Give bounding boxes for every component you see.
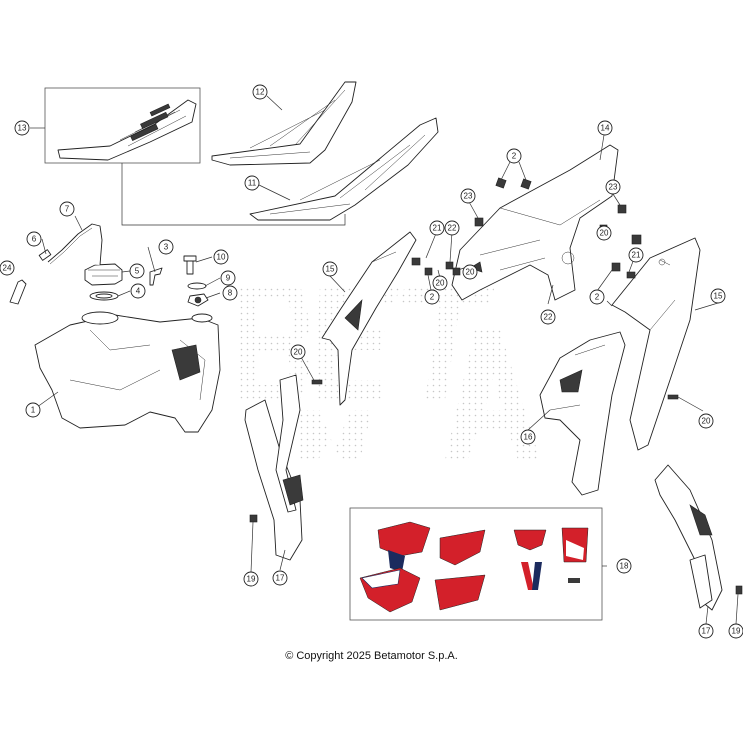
tank-clip — [149, 267, 163, 286]
svg-text:8: 8 — [228, 289, 233, 298]
svg-text:11: 11 — [248, 179, 257, 188]
svg-text:2: 2 — [512, 152, 517, 161]
side-panel-right — [611, 237, 701, 451]
callout-19-right: 19 — [728, 623, 743, 639]
svg-text:13: 13 — [18, 124, 27, 133]
callout-11: 11 — [244, 175, 260, 191]
svg-text:14: 14 — [601, 124, 610, 133]
svg-text:2: 2 — [430, 293, 435, 302]
callout-7: 7 — [59, 201, 75, 217]
callout-2-mid: 2 — [424, 289, 440, 305]
svg-text:17: 17 — [702, 627, 711, 636]
callout-5: 5 — [129, 263, 145, 279]
svg-text:16: 16 — [524, 433, 533, 442]
frame-guard-left — [244, 374, 304, 561]
side-panel-left — [321, 231, 417, 406]
callout-2-top-a: 2 — [506, 148, 522, 164]
callout-6: 6 — [26, 231, 42, 247]
breather-hose — [47, 223, 103, 266]
callout-20-mid: 20 — [432, 275, 448, 291]
callout-3: 3 — [158, 239, 174, 255]
callout-8: 8 — [222, 285, 238, 301]
callout-12: 12 — [252, 84, 268, 100]
callout-22-bottom: 22 — [540, 309, 556, 325]
svg-text:3: 3 — [164, 243, 169, 252]
fuel-cap — [84, 263, 123, 286]
callout-10: 10 — [213, 249, 229, 265]
svg-text:22: 22 — [544, 313, 553, 322]
callout-20-upper-right: 20 — [596, 225, 612, 241]
callout-labels: 1 3 4 5 6 7 8 9 10 11 12 13 14 15 15 16 … — [0, 84, 743, 639]
hardware-screws — [249, 177, 743, 595]
svg-text:18: 18 — [620, 562, 629, 571]
svg-text:19: 19 — [247, 575, 256, 584]
drain-hose — [9, 279, 27, 305]
svg-text:12: 12 — [256, 88, 265, 97]
radiator-scoop — [539, 331, 626, 496]
fuel-tank — [34, 311, 221, 433]
callout-20-left: 20 — [290, 344, 306, 360]
svg-text:5: 5 — [135, 267, 140, 276]
seat-short — [211, 81, 357, 166]
decal-kit — [349, 507, 603, 621]
breather-valve — [38, 249, 52, 261]
callout-2-right: 2 — [589, 289, 605, 305]
svg-text:20: 20 — [702, 417, 711, 426]
callout-1: 1 — [25, 402, 41, 418]
callout-15-left: 15 — [322, 261, 338, 277]
callout-13: 13 — [14, 120, 30, 136]
svg-text:22: 22 — [448, 224, 457, 233]
svg-text:6: 6 — [32, 235, 37, 244]
callout-19-left: 19 — [243, 571, 259, 587]
callout-16: 16 — [520, 429, 536, 445]
callout-20-center: 20 — [462, 264, 478, 280]
callout-21-left: 21 — [429, 220, 445, 236]
inset-box-13 — [44, 87, 346, 226]
svg-text:10: 10 — [217, 253, 226, 262]
rear-fender — [451, 144, 619, 301]
svg-text:15: 15 — [714, 292, 723, 301]
svg-text:9: 9 — [226, 274, 231, 283]
svg-text:19: 19 — [732, 627, 741, 636]
callout-17-left: 17 — [272, 570, 288, 586]
cap-gasket — [89, 291, 119, 301]
copyright-notice: © Copyright 2025 Betamotor S.p.A. — [285, 650, 458, 662]
callout-9: 9 — [220, 270, 236, 286]
svg-text:4: 4 — [136, 287, 141, 296]
seat-base — [57, 99, 197, 161]
callout-24: 24 — [0, 260, 15, 276]
svg-text:2: 2 — [595, 293, 600, 302]
seat-long — [249, 117, 439, 221]
svg-text:24: 24 — [3, 264, 12, 273]
svg-text:7: 7 — [65, 205, 70, 214]
callout-22-top: 22 — [444, 220, 460, 236]
svg-text:20: 20 — [466, 268, 475, 277]
watermark-logo — [240, 285, 540, 460]
svg-text:23: 23 — [464, 192, 473, 201]
svg-text:15: 15 — [326, 265, 335, 274]
callout-23-right: 23 — [605, 179, 621, 195]
callout-23-left: 23 — [460, 188, 476, 204]
svg-text:21: 21 — [433, 224, 442, 233]
svg-text:17: 17 — [276, 574, 285, 583]
svg-text:20: 20 — [600, 229, 609, 238]
callout-21-right: 21 — [628, 247, 644, 263]
frame-guard-right — [654, 464, 723, 611]
callout-14: 14 — [597, 120, 613, 136]
svg-text:23: 23 — [609, 183, 618, 192]
svg-text:1: 1 — [31, 406, 36, 415]
callout-18: 18 — [616, 558, 632, 574]
callout-15-right: 15 — [710, 288, 726, 304]
callout-4: 4 — [130, 283, 146, 299]
svg-text:21: 21 — [632, 251, 641, 260]
callout-20-right: 20 — [698, 413, 714, 429]
callout-17-right: 17 — [698, 623, 714, 639]
tank-mount-hardware — [183, 255, 209, 307]
svg-text:20: 20 — [294, 348, 303, 357]
svg-text:20: 20 — [436, 279, 445, 288]
